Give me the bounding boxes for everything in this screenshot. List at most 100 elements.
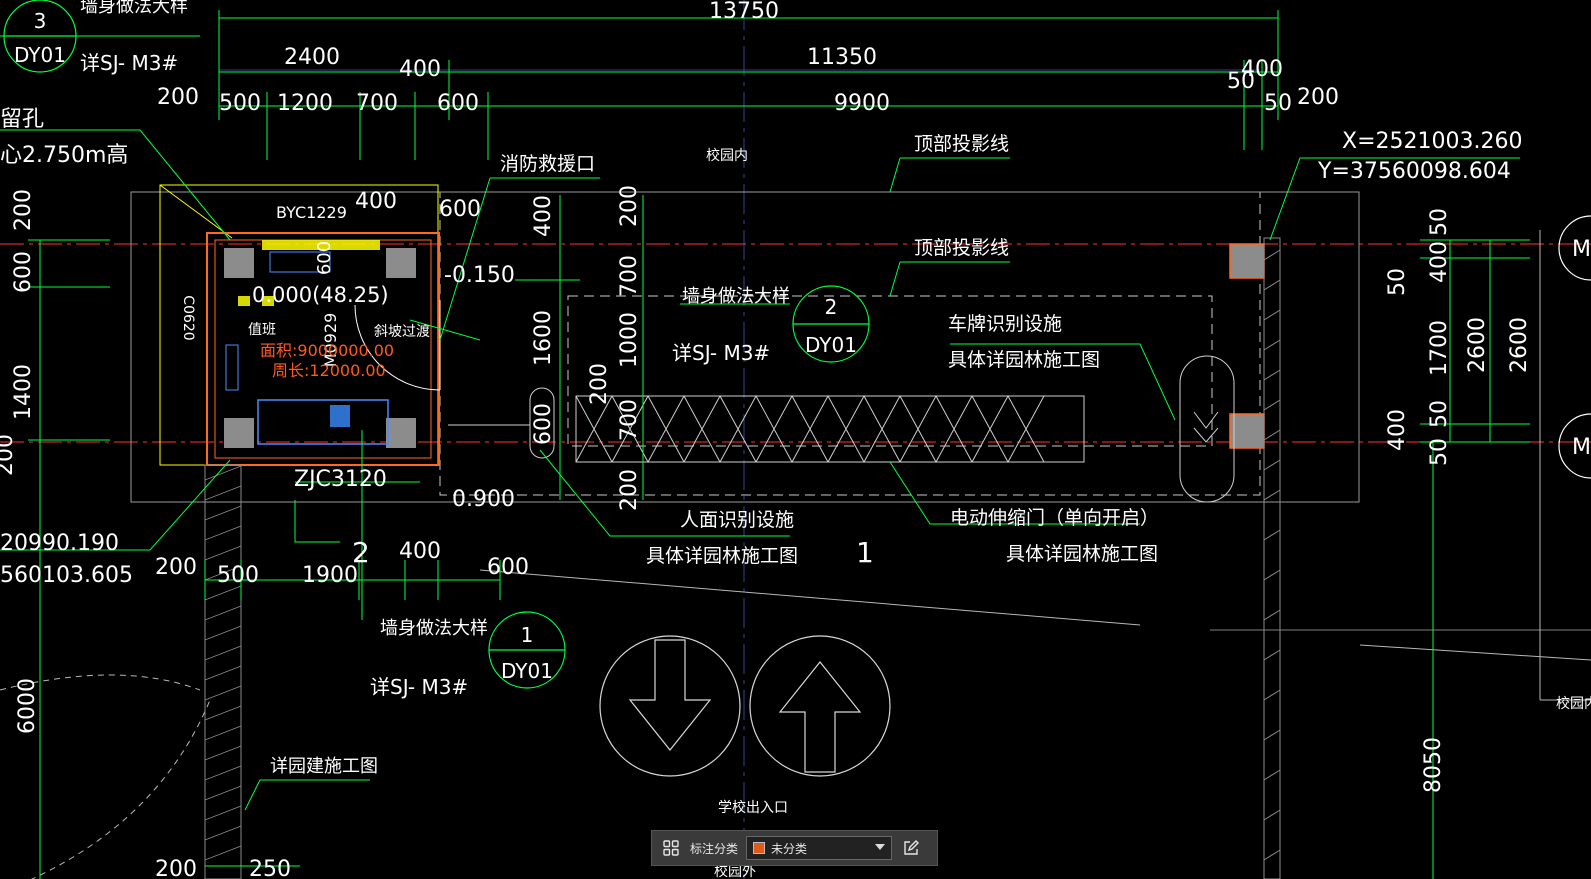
guard-room	[159, 184, 441, 879]
outer-building-outline	[130, 191, 1360, 503]
campus-inside-right-label: 校园内	[1556, 695, 1591, 712]
dim-room-400: 400	[355, 189, 397, 214]
coord-x-label: X=2521003.260	[1342, 129, 1522, 154]
preserve-hole-label: 留孔	[0, 107, 44, 132]
detail-ref-bot: 详SJ- M3#	[370, 675, 468, 699]
dim-bottom-1900: 1900	[302, 563, 358, 588]
axis-m-label-2: M	[1572, 435, 1591, 460]
face-detail-label: 具体详园林施工图	[646, 545, 798, 567]
dim-13750: 13750	[709, 0, 779, 24]
annotation-category-toolbar: 标注分类 未分类	[651, 830, 938, 866]
grid-lines	[219, 0, 1260, 879]
dim-700: 700	[356, 91, 398, 116]
dim-left-200a: 200	[11, 189, 36, 231]
face-facility-label: 人面识别设施	[680, 509, 794, 531]
dim-left-600: 600	[11, 251, 36, 293]
dim-9900: 9900	[834, 91, 890, 116]
dim-50b: 50	[1264, 91, 1292, 116]
dim-gate-200a: 200	[617, 185, 642, 227]
category-label: 标注分类	[690, 841, 739, 856]
dim-500: 500	[219, 91, 261, 116]
campus-outside-label: 校园外	[714, 863, 756, 879]
axis-m-label-1: M	[1572, 237, 1591, 262]
detail-marker-texts: 3 DY01 2 DY01 1 DY01	[14, 9, 857, 683]
dim-bottom-400: 400	[399, 539, 441, 564]
dim-bottom-500: 500	[217, 563, 259, 588]
dim-gate-400: 400	[531, 195, 556, 237]
category-color-swatch	[753, 842, 766, 854]
detail-wall-mid: 墙身做法大样	[682, 286, 790, 307]
duty-room-label: 值班	[248, 322, 276, 338]
room-texts: BYC1229 400 600 600 C0620 M0929 0.000(48…	[180, 189, 515, 512]
detail-ref-mid: 详SJ- M3#	[672, 341, 770, 365]
bottom-dimensions: 200 500 1900 400 600 250	[155, 539, 529, 879]
left-dimensions: 200 600 1400 200 6000 200	[0, 189, 197, 879]
detail-mark-1-number: 1	[521, 623, 534, 647]
detail-wall-top: 墙身做法大样	[80, 0, 188, 17]
perimeter-label: 周长:12000.00	[272, 361, 386, 380]
gate-motor-label: 电动伸缩门（单向开启）	[950, 507, 1159, 529]
window-zjc-label: ZJC3120	[294, 467, 387, 492]
elevation-neg150: -0.150	[444, 263, 515, 288]
ramp-label: 斜坡过渡	[374, 324, 430, 340]
dim-400-right: 400	[1241, 57, 1283, 82]
door-m0929-label: M0929	[321, 313, 340, 368]
center-height-label: 心2.750m高	[0, 143, 128, 168]
category-selected-value: 未分类	[771, 841, 808, 856]
elevation-090: 0.900	[452, 487, 515, 512]
dim-right-50b: 50	[1427, 208, 1452, 236]
fire-rescue-label: 消防救援口	[500, 153, 595, 175]
garden-ref-label: 详园建施工图	[270, 756, 378, 777]
dim-gate-600: 600	[531, 403, 556, 445]
mark-1-label: 1	[856, 536, 874, 569]
plate-facility-label: 车牌识别设施	[948, 313, 1062, 335]
gate-detail-label: 具体详园林施工图	[1006, 543, 1158, 565]
site-lines	[0, 230, 1591, 879]
dim-bottom-200: 200	[155, 555, 197, 580]
dim-2400: 2400	[284, 45, 340, 70]
dim-400-gap: 400	[399, 57, 441, 82]
edit-icon[interactable]	[900, 837, 922, 859]
dim-left-200c: 200	[155, 857, 197, 879]
dim-right-50c: 50	[1427, 400, 1452, 428]
gate-dimensions: 400 200 700 1600 1000 200 700 600 200	[531, 185, 642, 511]
detail-markers	[3, 0, 1591, 689]
detail-wall-bot: 墙身做法大样	[380, 618, 488, 639]
detail-mark-2-number: 2	[825, 295, 838, 319]
dim-right-400a: 400	[1427, 241, 1452, 283]
wall-hatching	[204, 465, 242, 861]
dim-bottom-250: 250	[249, 857, 291, 879]
dim-200-lead: 200	[157, 85, 199, 110]
dim-600: 600	[437, 91, 479, 116]
dim-50a: 50	[1227, 69, 1255, 94]
dim-right-8050: 8050	[1421, 737, 1446, 793]
dim-right-1700: 1700	[1427, 320, 1452, 376]
detail-mark-3-number: 3	[34, 9, 47, 33]
dimension-lines	[28, 10, 1530, 879]
detail-ref-top: 详SJ- M3#	[80, 51, 178, 75]
window-c0620-label: C0620	[180, 295, 196, 340]
dim-200-right: 200	[1297, 85, 1339, 110]
dim-1200: 1200	[277, 91, 333, 116]
right-wall	[1229, 237, 1281, 879]
dim-room-wall600: 600	[314, 241, 335, 275]
dim-right-2600b: 2600	[1507, 317, 1532, 373]
mark-2-label: 2	[352, 536, 370, 569]
dim-right-2600a: 2600	[1465, 317, 1490, 373]
school-entrance-label: 学校出入口	[718, 799, 788, 816]
dim-left-6000: 6000	[15, 678, 40, 734]
area-label: 面积:9000000.00	[260, 341, 394, 360]
sliding-gate	[448, 355, 1235, 503]
leader-lines	[0, 35, 1520, 811]
coord-y-label: Y=37560098.604	[1317, 159, 1511, 184]
dim-left-1400: 1400	[11, 364, 36, 420]
coord-left-2: 560103.605	[0, 563, 133, 588]
grid-icon[interactable]	[660, 837, 682, 859]
category-select[interactable]: 未分类	[746, 836, 893, 860]
dim-gate-200c: 200	[617, 469, 642, 511]
coord-left-1: 20990.190	[0, 531, 119, 556]
dim-gate-1600: 1600	[531, 310, 556, 366]
detail-mark-3-sheet: DY01	[14, 43, 66, 67]
dim-left-200b: 200	[0, 434, 18, 476]
